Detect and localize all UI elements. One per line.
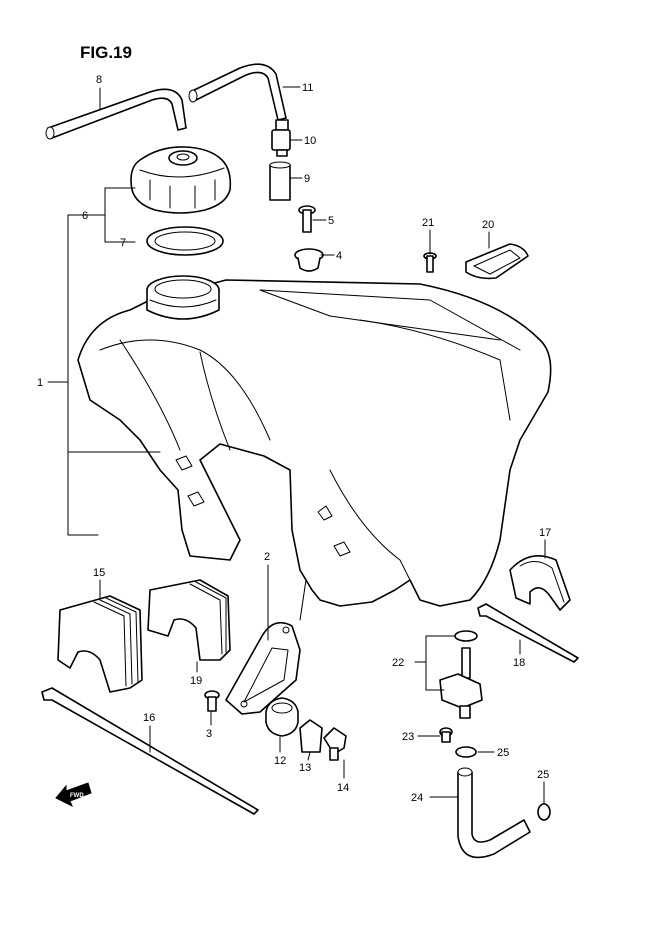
short-hose — [269, 161, 291, 201]
tank-cushion-15 — [57, 595, 143, 693]
cap-gasket — [146, 226, 224, 256]
breather-hose-right — [188, 63, 287, 121]
fuel-hose — [457, 767, 531, 859]
fuel-cap — [130, 146, 232, 214]
callout-18: 18 — [513, 657, 525, 669]
tank-cushion-17 — [509, 554, 571, 611]
tie-strap-18 — [477, 603, 579, 663]
cushion-4 — [294, 248, 324, 272]
bolt-5 — [298, 205, 316, 233]
tank-cushion-19 — [147, 579, 231, 661]
callout-25-lower: 25 — [537, 769, 549, 781]
callout-23: 23 — [402, 731, 414, 743]
screw-23 — [439, 727, 453, 743]
callout-3: 3 — [206, 728, 212, 740]
callout-4: 4 — [336, 250, 342, 262]
fuel-tank — [77, 275, 552, 607]
callout-2: 2 — [264, 551, 270, 563]
callout-11: 11 — [302, 82, 313, 94]
callout-13: 13 — [299, 762, 311, 774]
hose-clamp-upper — [455, 746, 477, 758]
callout-8: 8 — [96, 74, 102, 86]
callout-12: 12 — [274, 755, 286, 767]
leader-lines — [47, 86, 546, 805]
callout-24: 24 — [411, 792, 423, 804]
bolt-3 — [204, 690, 220, 712]
fwd-arrow-icon: FWD — [55, 782, 92, 808]
bolt-14 — [323, 727, 347, 761]
callout-25-upper: 25 — [497, 747, 509, 759]
callout-9: 9 — [304, 173, 310, 185]
callout-22: 22 — [392, 657, 404, 669]
tank-bracket — [225, 621, 301, 715]
callout-14: 14 — [337, 782, 349, 794]
callout-7: 7 — [120, 237, 126, 249]
callout-1: 1 — [37, 377, 43, 389]
callout-21: 21 — [422, 217, 434, 229]
screw-21 — [423, 252, 437, 273]
hose-clamp-lower — [537, 803, 551, 821]
callout-15: 15 — [93, 567, 105, 579]
callout-6: 6 — [82, 210, 88, 222]
figure-title: FIG.19 — [80, 43, 132, 62]
breather-valve — [271, 119, 291, 157]
cushion-12 — [265, 697, 299, 737]
callout-10: 10 — [304, 135, 316, 147]
breather-hose-left — [45, 88, 187, 140]
callout-19: 19 — [190, 675, 202, 687]
callout-17: 17 — [539, 527, 551, 539]
callout-16: 16 — [143, 712, 155, 724]
collar-13 — [299, 719, 323, 753]
emblem-20 — [465, 243, 529, 280]
callout-5: 5 — [328, 215, 334, 227]
fuel-cock — [439, 630, 483, 719]
callout-20: 20 — [482, 219, 494, 231]
fwd-label: FWD — [70, 793, 84, 799]
